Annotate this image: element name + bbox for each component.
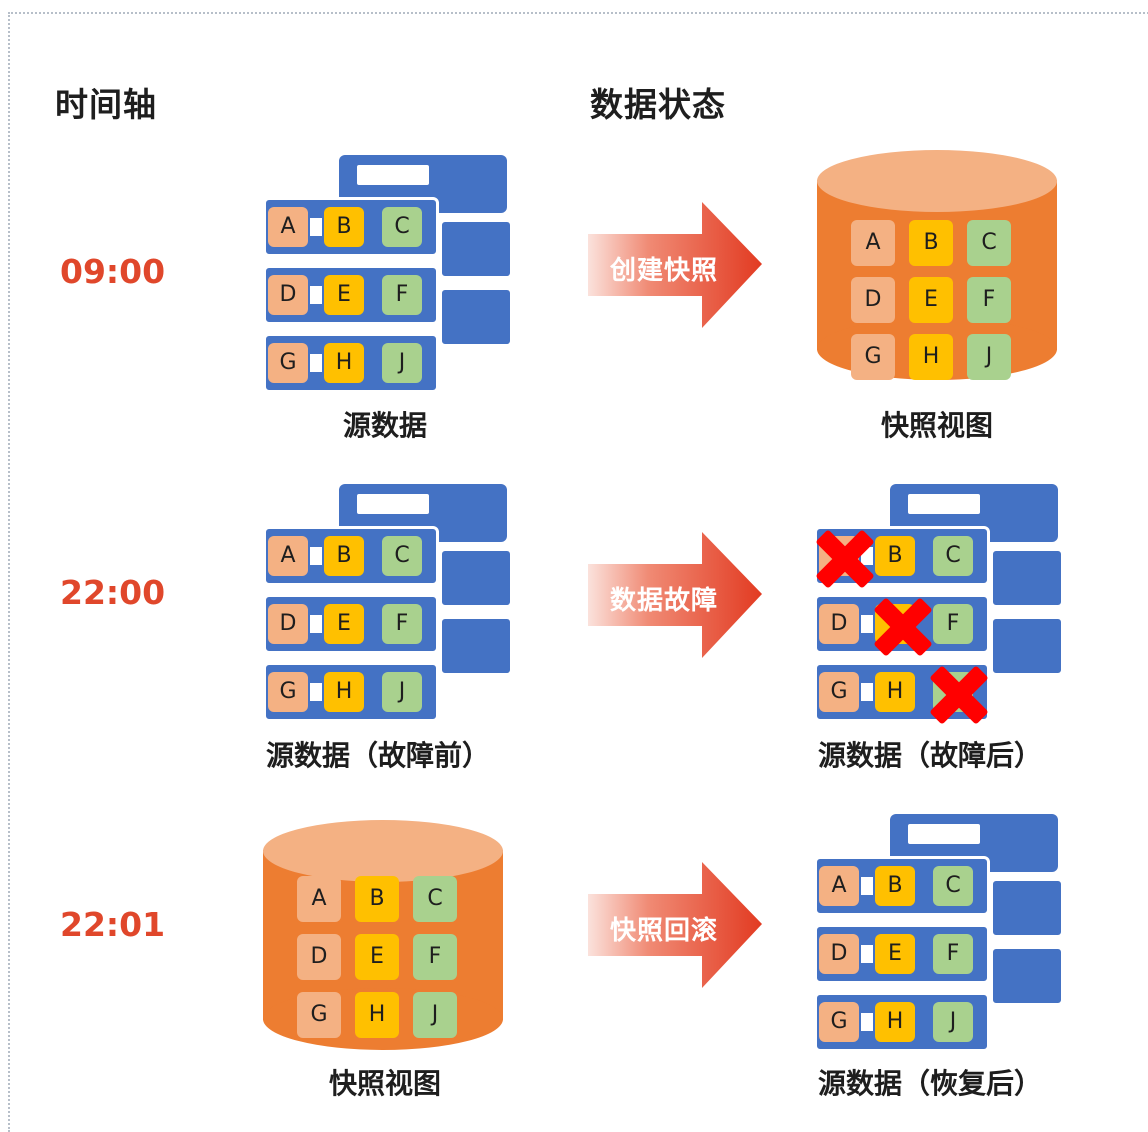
data-cell: C — [933, 536, 973, 576]
data-cell: A — [268, 536, 308, 576]
action-label: 快照回滚 — [609, 915, 718, 945]
data-cell: H — [875, 1002, 915, 1042]
create-snapshot-arrow: 创建快照 — [584, 202, 764, 332]
source-data-graphic-failed: B C D F G H — [814, 484, 1064, 724]
source-before-caption: 源数据（故障前） — [265, 739, 491, 772]
data-cell: H — [909, 334, 953, 380]
data-cell: F — [382, 275, 422, 315]
snapshot-view-cylinder: A B C D E F G H J — [263, 820, 503, 1050]
data-cell: J — [413, 992, 457, 1038]
data-cell: J — [933, 1002, 973, 1042]
data-cell: A — [268, 207, 308, 247]
data-cell: B — [875, 866, 915, 906]
data-cell: B — [875, 536, 915, 576]
data-cell: C — [413, 876, 457, 922]
data-cell: H — [355, 992, 399, 1038]
source-after-caption: 源数据（故障后） — [817, 739, 1043, 772]
action-label: 数据故障 — [609, 585, 718, 615]
data-cell: D — [268, 604, 308, 644]
data-cell: D — [268, 275, 308, 315]
source-restored-caption: 源数据（恢复后） — [817, 1067, 1043, 1100]
data-state-header: 数据状态 — [590, 85, 726, 124]
data-failure-arrow: 数据故障 — [584, 532, 764, 662]
snapshot-view-cylinder: A B C D E F G H J — [817, 150, 1057, 380]
data-cell: G — [268, 343, 308, 383]
data-cell: B — [324, 536, 364, 576]
snapshot-rollback-arrow: 快照回滚 — [584, 862, 764, 992]
source-data-graphic: A B C D E F G H J — [263, 155, 513, 395]
data-cell: B — [355, 876, 399, 922]
data-cell: G — [819, 1002, 859, 1042]
data-cell: J — [382, 343, 422, 383]
data-cell: A — [851, 220, 895, 266]
data-cell: H — [324, 672, 364, 712]
data-cell: F — [413, 934, 457, 980]
source-caption: 源数据 — [342, 409, 428, 442]
data-cell: E — [909, 277, 953, 323]
data-cell: C — [382, 207, 422, 247]
data-cell: D — [819, 934, 859, 974]
data-cell: F — [933, 604, 973, 644]
snapshot-caption: 快照视图 — [880, 409, 994, 442]
failure-x-icon — [930, 666, 988, 724]
data-cell: E — [875, 934, 915, 974]
data-cell: B — [909, 220, 953, 266]
data-cell: E — [355, 934, 399, 980]
data-cell: J — [382, 672, 422, 712]
data-cell: A — [297, 876, 341, 922]
data-cell: E — [324, 604, 364, 644]
data-cell: G — [819, 672, 859, 712]
action-label: 创建快照 — [609, 255, 718, 285]
data-cell: C — [967, 220, 1011, 266]
time-label: 22:01 — [60, 905, 166, 944]
failure-x-icon — [874, 598, 932, 656]
data-cell: C — [382, 536, 422, 576]
time-label: 09:00 — [60, 252, 166, 291]
arrow-icon — [588, 532, 762, 658]
data-cell: G — [851, 334, 895, 380]
arrow-icon — [588, 862, 762, 988]
data-cell: D — [851, 277, 895, 323]
data-cell: H — [875, 672, 915, 712]
data-cell: A — [819, 866, 859, 906]
data-cell: D — [819, 604, 859, 644]
data-cell: B — [324, 207, 364, 247]
arrow-icon — [588, 202, 762, 328]
snapshot-caption: 快照视图 — [328, 1067, 442, 1100]
data-cell: D — [297, 934, 341, 980]
data-cell: G — [268, 672, 308, 712]
time-label: 22:00 — [60, 573, 166, 612]
failure-x-icon — [816, 530, 874, 588]
data-cell: E — [324, 275, 364, 315]
source-data-graphic: A B C D E F G H J — [814, 814, 1064, 1054]
data-cell: F — [382, 604, 422, 644]
data-cell: F — [967, 277, 1011, 323]
timeline-header: 时间轴 — [55, 85, 157, 124]
data-cell: J — [967, 334, 1011, 380]
data-cell: G — [297, 992, 341, 1038]
data-cell: F — [933, 934, 973, 974]
data-cell: H — [324, 343, 364, 383]
source-data-graphic: A B C D E F G H J — [263, 484, 513, 724]
data-cell: C — [933, 866, 973, 906]
diagram-frame — [8, 12, 1148, 1132]
